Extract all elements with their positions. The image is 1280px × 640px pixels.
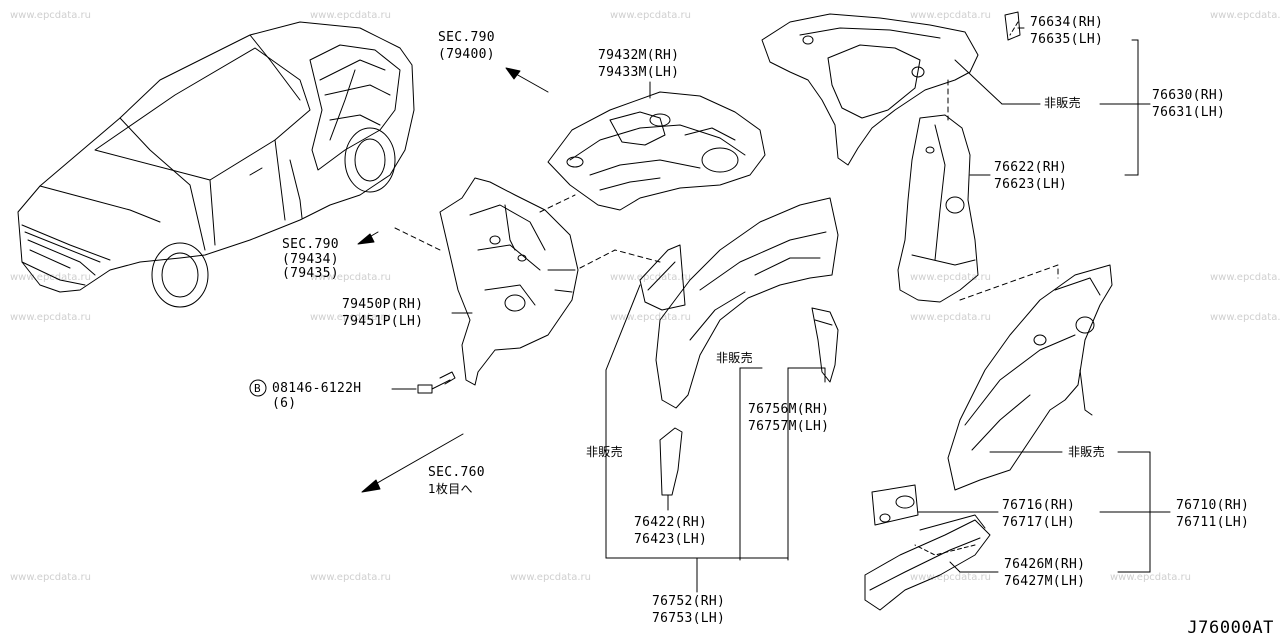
watermark: www.epcdata.ru xyxy=(510,572,591,583)
arrow-sec790-left xyxy=(357,231,379,245)
label-76711-lh: 76711(LH) xyxy=(1176,515,1250,530)
label-76426m-rh: 76426M(RH) xyxy=(1004,557,1086,572)
bolt-part-number: 08146-6122H xyxy=(272,381,362,396)
part-wheelhouse-extension xyxy=(639,244,686,311)
label-76757m-lh: 76757M(LH) xyxy=(748,419,830,434)
sec760-title: SEC.760 xyxy=(428,465,485,480)
leader-lines xyxy=(391,21,1171,593)
watermark: www.epcdata.ru xyxy=(1110,572,1191,583)
label-76717-lh: 76717(LH) xyxy=(1002,515,1076,530)
label-76423-lh: 76423(LH) xyxy=(634,532,708,547)
not-for-sale-label: 非販売 xyxy=(586,445,623,459)
watermark: www.epcdata.ru xyxy=(310,10,391,21)
sec790-left-ref2: (79435) xyxy=(282,266,339,281)
watermark: www.epcdata.ru xyxy=(910,572,991,583)
bolt-symbol-circle xyxy=(249,379,267,397)
watermark: www.epcdata.ru xyxy=(10,272,91,283)
label-76756m-rh: 76756M(RH) xyxy=(748,402,830,417)
part-rear-pillar-inner xyxy=(439,177,579,386)
sec790-left-title: SEC.790 xyxy=(282,237,339,252)
bolt-icon xyxy=(417,371,456,394)
watermark: www.epcdata.ru xyxy=(910,10,991,21)
arrow-sec790-top xyxy=(505,67,549,93)
part-76422-brace xyxy=(659,427,683,496)
label-76422-rh: 76422(RH) xyxy=(634,515,708,530)
label-76716-rh: 76716(RH) xyxy=(1002,498,1076,513)
part-rear-pillar-upper xyxy=(761,11,1021,166)
sec790-left-ref1: (79434) xyxy=(282,252,339,267)
bolt-symbol: B xyxy=(254,382,261,395)
label-76634-rh: 76634(RH) xyxy=(1030,15,1104,30)
arrow-sec760 xyxy=(361,433,464,493)
label-76630-rh: 76630(RH) xyxy=(1152,88,1226,103)
label-76753-lh: 76753(LH) xyxy=(652,611,726,626)
watermark: www.epcdata.ru xyxy=(10,10,91,21)
not-for-sale-label: 非販売 xyxy=(1044,96,1081,110)
label-76710-rh: 76710(RH) xyxy=(1176,498,1250,513)
part-wheelhouse-outer xyxy=(947,264,1113,491)
drawing-code: J76000AT xyxy=(1187,618,1274,638)
label-76427m-lh: 76427M(LH) xyxy=(1004,574,1086,589)
watermark: www.epcdata.ru xyxy=(1210,312,1280,323)
label-79433m-lh: 79433M(LH) xyxy=(598,65,680,80)
label-79450p-rh: 79450P(RH) xyxy=(342,297,424,312)
watermark: www.epcdata.ru xyxy=(910,312,991,323)
label-79432m-rh: 79432M(RH) xyxy=(598,48,680,63)
watermark: www.epcdata.ru xyxy=(10,572,91,583)
sec790-top-title: SEC.790 xyxy=(438,30,495,45)
watermark: www.epcdata.ru xyxy=(310,572,391,583)
watermark: www.epcdata.ru xyxy=(310,312,391,323)
part-rear-floor-panel xyxy=(547,91,766,211)
part-76756m-bracket xyxy=(811,307,839,383)
watermark: www.epcdata.ru xyxy=(610,10,691,21)
part-rear-pillar-lower xyxy=(897,114,979,303)
watermark: www.epcdata.ru xyxy=(610,272,691,283)
sec790-top-ref: (79400) xyxy=(438,47,495,62)
watermark: www.epcdata.ru xyxy=(910,272,991,283)
watermark: www.epcdata.ru xyxy=(310,272,391,283)
bolt-quantity: (6) xyxy=(272,396,297,411)
part-rear-wheelhouse-arch xyxy=(655,197,839,409)
car-illustration xyxy=(17,21,415,308)
label-76631-lh: 76631(LH) xyxy=(1152,105,1226,120)
label-76622-rh: 76622(RH) xyxy=(994,160,1068,175)
label-76752-rh: 76752(RH) xyxy=(652,594,726,609)
watermark: www.epcdata.ru xyxy=(10,312,91,323)
not-for-sale-label: 非販売 xyxy=(716,351,753,365)
watermark: www.epcdata.ru xyxy=(1210,10,1280,21)
label-76635-lh: 76635(LH) xyxy=(1030,32,1104,47)
watermark: www.epcdata.ru xyxy=(1210,272,1280,283)
not-for-sale-label: 非販売 xyxy=(1068,445,1105,459)
watermark: www.epcdata.ru xyxy=(610,312,691,323)
sec760-note: 1枚目へ xyxy=(428,482,473,496)
label-79451p-lh: 79451P(LH) xyxy=(342,314,424,329)
label-76623-lh: 76623(LH) xyxy=(994,177,1068,192)
part-sill-extension xyxy=(864,484,991,611)
